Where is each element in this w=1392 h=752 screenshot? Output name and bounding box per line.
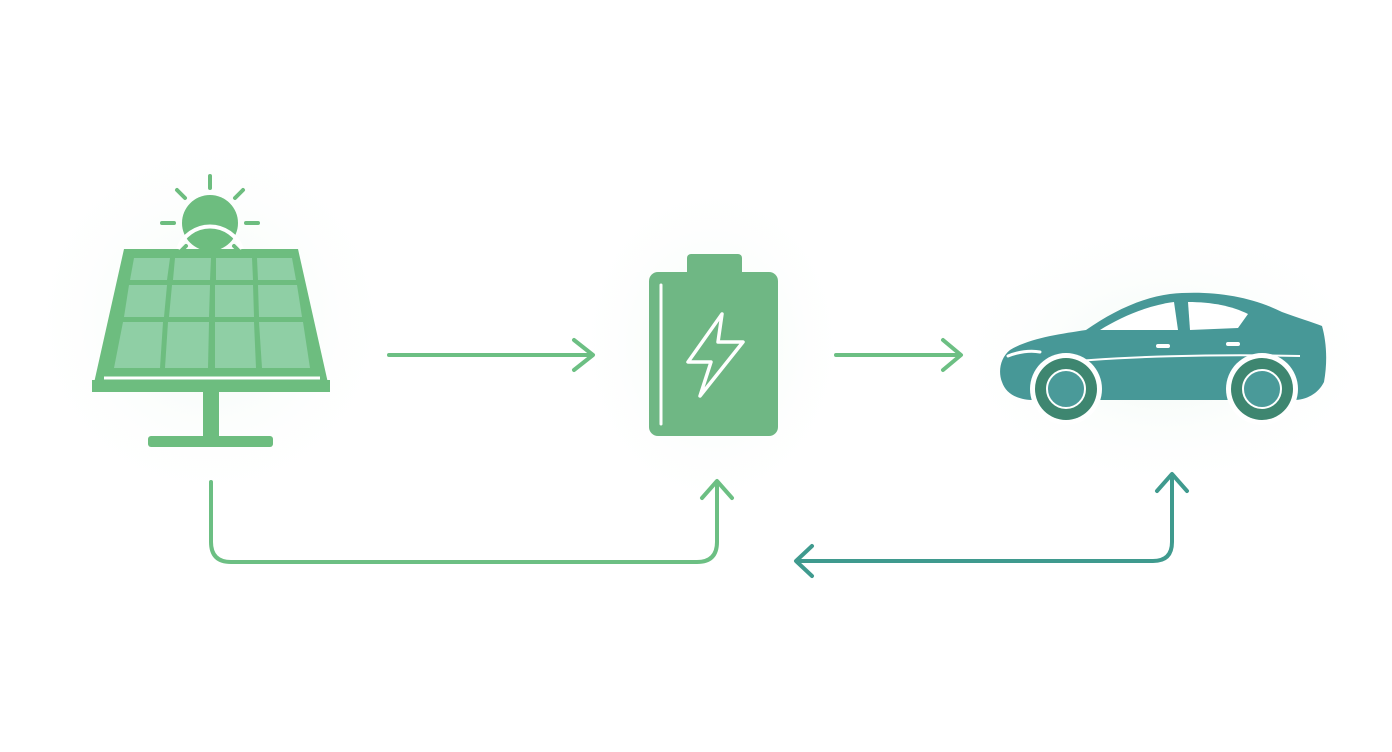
car-window-front: [1100, 302, 1178, 330]
arrow-battery-to-car: [834, 338, 963, 372]
car-wheel-rear: [1231, 358, 1293, 420]
battery-icon: [649, 254, 778, 436]
car-window-rear: [1188, 302, 1248, 330]
panel-stand: [203, 392, 219, 436]
car-headlight: [1006, 349, 1042, 358]
car-wheel-front: [1035, 358, 1097, 420]
lightning-bolt-icon: [686, 312, 745, 398]
solar-panel-icon: [92, 224, 330, 447]
arrow-solar-to-battery-bottom: [209, 479, 734, 564]
car-door-handle-front: [1156, 344, 1170, 348]
electric-car-icon: [1000, 292, 1327, 425]
panel-base: [148, 436, 273, 447]
arrow-car-battery-bottom: [794, 472, 1189, 578]
battery-body: [649, 272, 778, 436]
sun-icon: [160, 174, 260, 254]
arrow-solar-to-battery: [387, 338, 595, 372]
car-door-handle-rear: [1226, 342, 1240, 346]
solar-cells: [114, 258, 310, 368]
